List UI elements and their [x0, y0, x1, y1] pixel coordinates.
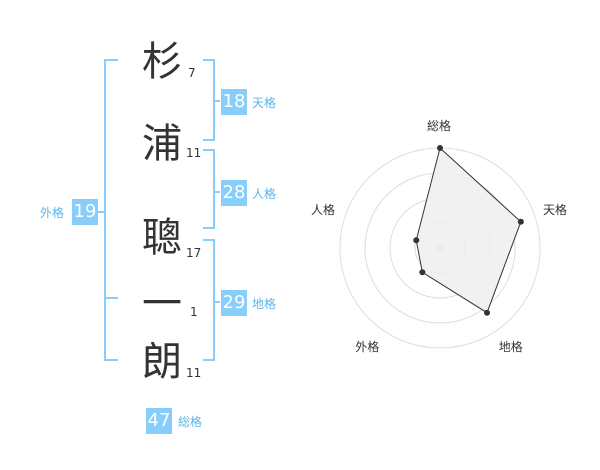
- stroke-count-1: 7: [188, 66, 196, 80]
- gai-bracket: [104, 59, 118, 361]
- radar-series-polygon: [415, 147, 522, 314]
- radar-point-4: [419, 269, 426, 276]
- gai-label: 外格: [40, 206, 65, 220]
- radar-point-2: [517, 218, 524, 225]
- stroke-count-2: 11: [186, 146, 202, 160]
- name-char-1: 杉: [142, 39, 182, 85]
- radar-point-5: [413, 237, 420, 244]
- radar-point-3: [484, 309, 491, 316]
- stroke-count-4: 1: [190, 305, 198, 319]
- chi-label: 地格: [252, 297, 277, 311]
- name-char-5: 朗: [142, 339, 182, 385]
- radar-axis-label-2: 天格: [543, 203, 568, 218]
- gai-value-badge: 19: [72, 199, 98, 225]
- chi-value-badge: 29: [221, 290, 247, 316]
- radar-axis-label-1: 総格: [427, 119, 452, 133]
- radar-axis-label-3: 地格: [498, 339, 523, 354]
- ten-label: 天格: [252, 96, 277, 110]
- sou-value-badge: 47: [146, 408, 172, 434]
- radar-axis-label-5: 人格: [310, 203, 335, 218]
- jin-value-badge: 28: [221, 180, 247, 206]
- stroke-count-5: 11: [186, 366, 202, 380]
- radar-point-1: [437, 145, 443, 151]
- name-char-4: 一: [142, 281, 182, 327]
- stroke-count-3: 17: [186, 246, 202, 260]
- name-char-3: 聰: [142, 215, 182, 261]
- jin-bracket: [203, 149, 215, 229]
- radar-axis-label-4: 外格: [355, 339, 380, 354]
- chi-bracket: [203, 239, 215, 361]
- sou-label: 総格: [178, 415, 203, 429]
- ten-value-badge: 18: [221, 89, 247, 115]
- name-char-2: 浦: [142, 121, 182, 167]
- jin-label: 人格: [252, 187, 277, 201]
